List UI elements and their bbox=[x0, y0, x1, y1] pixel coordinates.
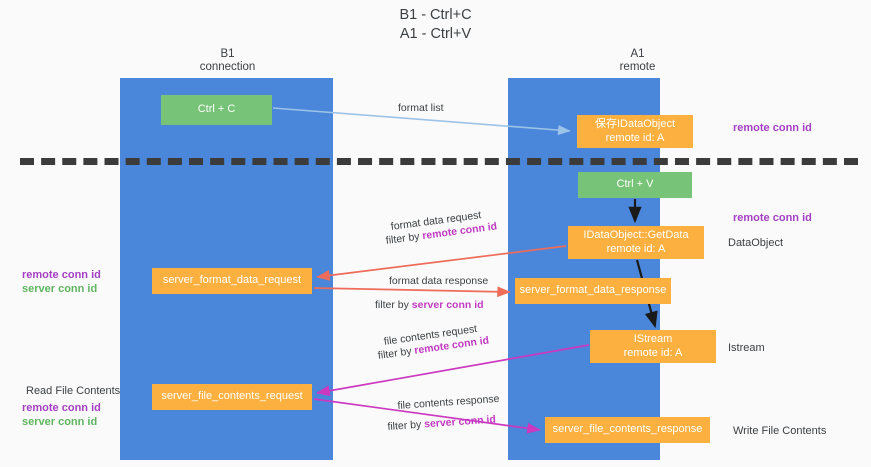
edge-file-contents-response bbox=[313, 398, 541, 434]
annotation-dataobject: DataObject bbox=[728, 236, 783, 250]
filter-key-server-conn-id: server conn id bbox=[411, 299, 484, 311]
node-save-idataobject-label: 保存IDataObject bbox=[594, 118, 676, 130]
swimlane-b1-sublabel: connection bbox=[199, 61, 256, 73]
annotation-istream: Istream bbox=[728, 341, 765, 355]
edge-label-format-list-text: format list bbox=[398, 102, 444, 114]
edge-label-format-data-response-filter: filter by server conn id bbox=[375, 298, 484, 312]
annotation-read-file-contents-text: Read File Contents bbox=[26, 385, 121, 397]
annotation-remote-conn-id-mid-text: remote conn id bbox=[733, 212, 812, 224]
swimlane-header-a1: A1 remote bbox=[560, 48, 715, 74]
node-ctrl-v[interactable]: Ctrl + V bbox=[578, 172, 692, 198]
edge-label-format-data-response-text: format data response bbox=[389, 275, 489, 287]
node-idataobject-getdata-label: IDataObject::GetData bbox=[583, 229, 689, 241]
node-server-file-contents-response-label: server_file_contents_response bbox=[552, 423, 703, 436]
title-line-2: A1 - Ctrl+V bbox=[399, 26, 472, 42]
node-server-format-data-response[interactable]: server_format_data_response bbox=[515, 278, 671, 304]
swimlane-a1-name: A1 bbox=[630, 48, 645, 60]
edge-format-data-response bbox=[313, 286, 511, 298]
swimlane-b1-name: B1 bbox=[220, 48, 235, 60]
annotation-remote-conn-id-top: remote conn id bbox=[733, 121, 812, 135]
annotation-left-server-conn-id-mid: server conn id bbox=[22, 283, 98, 295]
node-server-file-contents-response[interactable]: server_file_contents_response bbox=[545, 417, 710, 443]
annotation-left-conn-ids-bottom: remote conn id server conn id bbox=[22, 401, 101, 429]
node-idataobject-getdata-sublabel: remote id: A bbox=[606, 242, 666, 255]
node-server-format-data-response-label: server_format_data_response bbox=[519, 284, 667, 297]
annotation-left-server-conn-id-bottom: server conn id bbox=[22, 416, 98, 428]
node-ctrl-v-label: Ctrl + V bbox=[616, 178, 654, 191]
edge-label-format-data-response: format data response bbox=[389, 274, 488, 288]
annotation-left-remote-conn-id-mid: remote conn id bbox=[22, 269, 101, 281]
swimlane-header-b1: B1 connection bbox=[150, 48, 305, 74]
node-istream[interactable]: IStream remote id: A bbox=[590, 330, 716, 363]
annotation-left-remote-conn-id-bottom: remote conn id bbox=[22, 402, 101, 414]
edge-format-list bbox=[272, 107, 571, 136]
annotation-remote-conn-id-mid: remote conn id bbox=[733, 211, 812, 225]
node-ctrl-c[interactable]: Ctrl + C bbox=[161, 95, 272, 125]
annotation-dataobject-text: DataObject bbox=[728, 237, 784, 249]
node-istream-label: IStream bbox=[633, 333, 673, 345]
filter-prefix: filter by bbox=[375, 299, 412, 311]
node-server-file-contents-request[interactable]: server_file_contents_request bbox=[152, 384, 312, 410]
phase-divider bbox=[20, 158, 858, 165]
swimlane-a1-sublabel: remote bbox=[619, 61, 656, 73]
annotation-write-file-contents-text: Write File Contents bbox=[733, 425, 827, 437]
node-ctrl-c-label: Ctrl + C bbox=[197, 103, 236, 116]
node-server-format-data-request[interactable]: server_format_data_request bbox=[152, 268, 312, 294]
filter-prefix: filter by bbox=[387, 418, 425, 433]
annotation-left-conn-ids-mid: remote conn id server conn id bbox=[22, 268, 101, 296]
annotation-write-file-contents: Write File Contents bbox=[733, 424, 826, 438]
node-server-format-data-request-label: server_format_data_request bbox=[162, 274, 302, 287]
edge-label-format-list: format list bbox=[398, 101, 444, 115]
annotation-read-file-contents: Read File Contents bbox=[26, 384, 120, 398]
title-line-1: B1 - Ctrl+C bbox=[399, 7, 472, 23]
node-idataobject-getdata[interactable]: IDataObject::GetData remote id: A bbox=[568, 226, 704, 259]
node-server-file-contents-request-label: server_file_contents_request bbox=[161, 390, 303, 403]
node-save-idataobject[interactable]: 保存IDataObject remote id: A bbox=[577, 115, 693, 148]
edge-file-contents-request bbox=[316, 344, 590, 397]
diagram-title: B1 - Ctrl+C A1 - Ctrl+V bbox=[0, 6, 871, 44]
node-save-idataobject-sublabel: remote id: A bbox=[605, 131, 665, 144]
edge-format-data-request bbox=[316, 245, 567, 281]
node-istream-sublabel: remote id: A bbox=[623, 346, 683, 359]
annotation-remote-conn-id-top-text: remote conn id bbox=[733, 122, 812, 134]
annotation-istream-text: Istream bbox=[728, 342, 765, 354]
